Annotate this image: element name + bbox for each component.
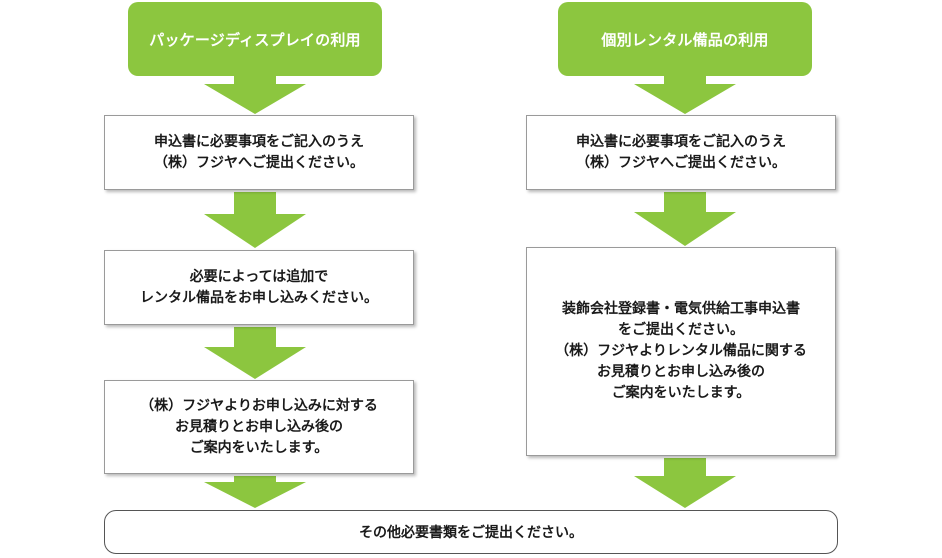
step-box-registration-estimate: 装飾会社登録書・電気供給工事申込書 をご提出ください。 （株）フジヤよりレンタル… (526, 247, 836, 456)
step-text: （株）フジヤよりレンタル備品に関する (555, 343, 807, 359)
step-text: 申込書に必要事項をご記入のうえ (154, 133, 364, 150)
step-text: （株）フジヤへご提出ください。 (576, 154, 786, 171)
step-text: お見積りとお申し込み後の (597, 364, 765, 380)
step-text: （株）フジヤよりお申し込みに対する (140, 397, 378, 414)
arrow-down-icon (204, 476, 306, 508)
arrow-down-icon (634, 458, 736, 508)
step-text: （株）フジヤへご提出ください。 (154, 154, 364, 171)
step-text: ご案内をいたします。 (189, 439, 329, 456)
step-box-estimate-guidance: （株）フジヤよりお申し込みに対する お見積りとお申し込み後の ご案内をいたします… (104, 380, 414, 474)
arrow-down-icon (204, 327, 306, 379)
step-box-additional-rental: 必要によっては追加で レンタル備品をお申し込みください。 (104, 250, 414, 325)
step-text: 必要によっては追加で (189, 268, 329, 285)
final-step-text: その他必要書類をご提出ください。 (359, 525, 583, 541)
step-text: お見積りとお申し込み後の (175, 418, 343, 435)
header-individual-rental-label: 個別レンタル備品の利用 (601, 30, 769, 49)
step-text: ご案内をいたします。 (611, 385, 751, 401)
header-package-display: パッケージディスプレイの利用 (128, 2, 382, 76)
step-text: レンタル備品をお申し込みください。 (140, 289, 378, 306)
step-text: 装飾会社登録書・電気供給工事申込書 (562, 301, 800, 317)
step-box-submit-application: 申込書に必要事項をご記入のうえ （株）フジヤへご提出ください。 (104, 115, 414, 190)
final-step-box: その他必要書類をご提出ください。 (104, 510, 838, 554)
header-individual-rental: 個別レンタル備品の利用 (558, 2, 812, 76)
arrow-down-icon (634, 76, 736, 114)
arrow-down-icon (634, 192, 736, 246)
header-package-display-label: パッケージディスプレイの利用 (149, 30, 361, 49)
arrow-down-icon (204, 192, 306, 248)
step-box-submit-application: 申込書に必要事項をご記入のうえ （株）フジヤへご提出ください。 (526, 115, 836, 190)
step-text: をご提出ください。 (618, 322, 744, 338)
arrow-down-icon (204, 76, 306, 114)
step-text: 申込書に必要事項をご記入のうえ (576, 133, 786, 150)
